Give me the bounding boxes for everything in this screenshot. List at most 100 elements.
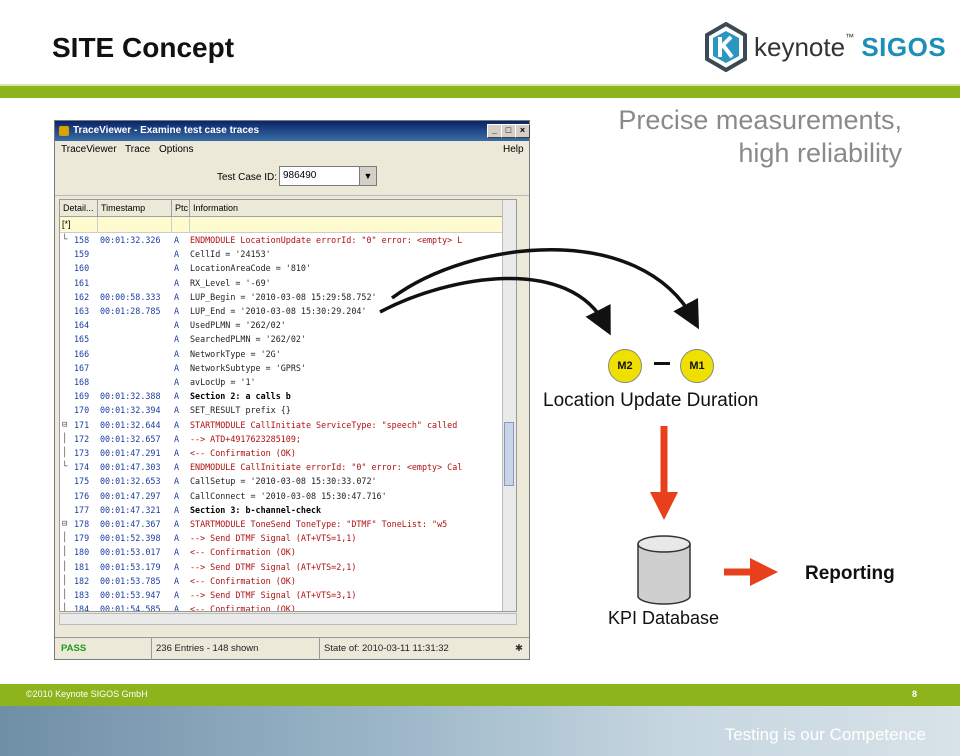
tree-connector: │ [62, 547, 68, 558]
row-information: NetworkType = '2G' [190, 348, 281, 359]
row-number: 176 [74, 490, 90, 501]
vertical-scrollbar[interactable] [502, 200, 516, 611]
row-timestamp: 00:00:58.333 [100, 291, 161, 302]
toolbar: Test Case ID: 986490 ▼ [55, 161, 529, 196]
filter-cell-ptc[interactable] [172, 217, 190, 232]
row-number: 179 [74, 533, 90, 544]
row-information: --> Send DTMF Signal (AT+VTS=1,1) [190, 533, 357, 544]
row-information: SET_RESULT prefix {} [190, 405, 291, 416]
row-timestamp: 00:01:47.303 [100, 462, 161, 473]
row-number: 178 [74, 519, 90, 529]
row-ptc: A [174, 377, 180, 387]
row-information: ENDMODULE LocationUpdate errorId: "0" er… [190, 235, 463, 245]
row-ptc: A [174, 433, 180, 444]
row-information: STARTMODULE ToneSend ToneType: "DTMF" To… [190, 519, 448, 529]
metric-label: Location Update Duration [543, 390, 759, 411]
window-title: TraceViewer - Examine test case traces [73, 125, 260, 136]
row-information: LocationAreaCode = '810' [190, 263, 312, 274]
column-header-ptc[interactable]: Ptc [172, 200, 190, 217]
row-information: avLocUp = '1' [190, 377, 256, 387]
tree-connector: │ [62, 448, 68, 458]
tree-connector: └ [62, 462, 68, 473]
row-information: CallConnect = '2010-03-08 15:30:47.716' [190, 490, 387, 501]
row-information: ENDMODULE CallInitiate errorId: "0" erro… [190, 462, 463, 473]
row-timestamp: 00:01:28.785 [100, 306, 161, 316]
footer-bar [0, 684, 960, 706]
menu-help[interactable]: Help [503, 144, 524, 155]
row-ptc: A [174, 235, 180, 245]
arrow-lup-end [379, 276, 611, 336]
slide-title: SITE Concept [52, 32, 235, 63]
row-ptc: A [174, 476, 180, 487]
m1-badge: M1 [680, 349, 714, 383]
row-number: 162 [74, 291, 90, 302]
column-header-detail[interactable]: Detail... [60, 200, 98, 217]
row-number: 161 [74, 277, 90, 288]
tree-connector: │ [62, 590, 68, 600]
row-number: 171 [74, 419, 90, 430]
row-timestamp: 00:01:52.398 [100, 533, 161, 544]
footer-background [0, 706, 960, 756]
row-timestamp: 00:01:47.297 [100, 490, 161, 501]
header-divider-light [0, 84, 960, 86]
row-information: <-- Confirmation (OK) [190, 448, 296, 458]
menu-traceviewer[interactable]: TraceViewer [61, 144, 117, 155]
row-ptc: A [174, 405, 180, 416]
row-ptc: A [174, 561, 180, 572]
row-ptc: A [174, 604, 180, 612]
horizontal-scrollbar[interactable] [59, 613, 517, 625]
row-ptc: A [174, 334, 180, 345]
row-number: 175 [74, 476, 90, 487]
row-ptc: A [174, 249, 180, 260]
scrollbar-thumb[interactable] [504, 422, 514, 486]
close-button[interactable]: × [515, 124, 530, 138]
row-number: 168 [74, 377, 90, 387]
filter-cell-timestamp[interactable] [98, 217, 172, 232]
menu-trace[interactable]: Trace [125, 144, 151, 155]
row-ptc: A [174, 533, 180, 544]
column-header-timestamp[interactable]: Timestamp [98, 200, 172, 217]
trace-table: Detail... Timestamp Ptc Information [*] … [59, 199, 517, 612]
page-number: 8 [912, 689, 918, 699]
filter-cell-detail[interactable]: [*] [60, 217, 98, 232]
row-number: 174 [74, 462, 90, 473]
database-label: KPI Database [608, 608, 720, 628]
row-ptc: A [174, 590, 180, 600]
row-ptc: A [174, 391, 180, 402]
chevron-down-icon[interactable]: ▼ [359, 167, 376, 185]
row-information: --> ATD+4917623285109; [190, 433, 301, 444]
test-case-id-select[interactable]: 986490 ▼ [279, 166, 377, 186]
row-number: 166 [74, 348, 90, 359]
menu-options[interactable]: Options [159, 144, 194, 155]
tree-connector: ⊟ [62, 419, 68, 430]
slogan: Testing is our Competence [724, 725, 926, 744]
status-bar: PASS 236 Entries - 148 shown State of: 2… [55, 637, 529, 660]
